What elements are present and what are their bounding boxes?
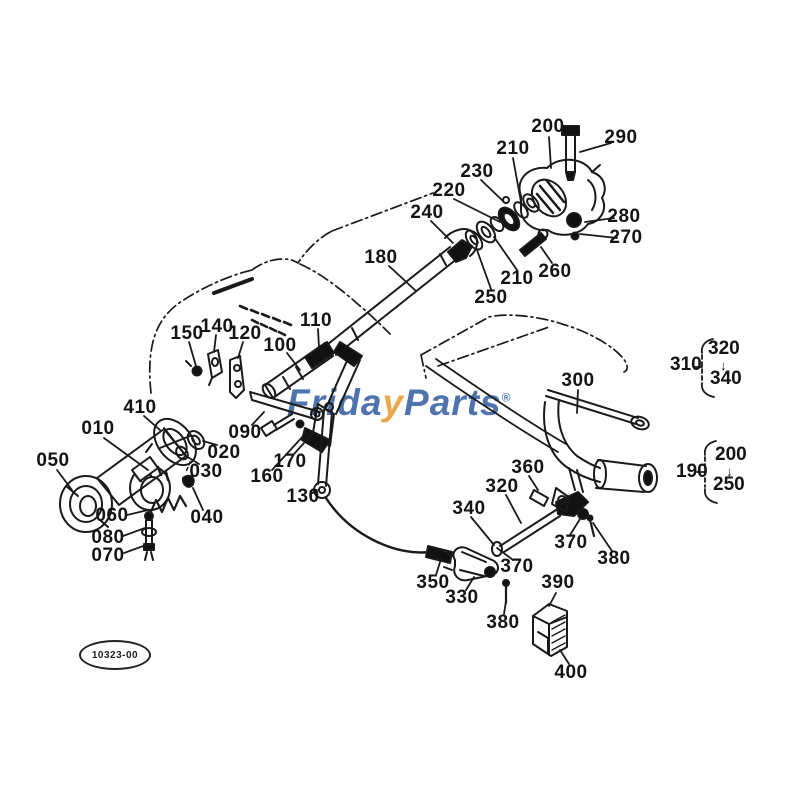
steering-gearbox: [543, 389, 658, 513]
part-callout-200: 200: [531, 116, 565, 137]
part-callout-350: 350: [416, 572, 450, 593]
range-arrow-icon: ↓: [720, 358, 727, 373]
part-callout-370: 370: [554, 532, 588, 553]
part-callout-140: 140: [200, 316, 234, 337]
support-lever-assembly: [249, 341, 363, 499]
part-callout-380: 380: [486, 612, 520, 633]
part-callout-330: 330: [445, 587, 479, 608]
part-callout-210: 210: [496, 138, 530, 159]
fender-edge-lines: [425, 358, 567, 453]
part-callout-160: 160: [250, 466, 284, 487]
part-callout-370: 370: [500, 556, 534, 577]
column-small-parts: [141, 430, 206, 561]
registered-mark-icon: ®: [501, 390, 512, 405]
part-callout-150: 150: [170, 323, 204, 344]
part-callout-260: 260: [538, 261, 572, 282]
steering-column-housing: [59, 417, 197, 533]
part-callout-290: 290: [604, 127, 638, 148]
group-190-to: 250: [713, 474, 745, 495]
mount-bracket: [532, 603, 568, 657]
hood-lettering-marks: [238, 304, 293, 337]
hood-hatch-marks: [212, 277, 254, 295]
part-callout-400: 400: [554, 662, 588, 683]
group-label-310: 310: [670, 354, 702, 375]
group-310-from: 320: [708, 338, 740, 359]
group-190-from: 200: [715, 444, 747, 465]
part-callout-270: 270: [609, 227, 643, 248]
part-callout-180: 180: [364, 247, 398, 268]
shaft-bearing-stack: [464, 193, 540, 251]
coupler-fasteners: [519, 125, 582, 257]
range-arrow-icon: ↓: [726, 464, 733, 479]
part-callout-070: 070: [91, 545, 125, 566]
part-callout-410: 410: [123, 397, 157, 418]
part-callout-050: 050: [36, 450, 70, 471]
part-callout-390: 390: [541, 572, 575, 593]
watermark-text-2: y: [382, 382, 405, 423]
figure-code-text: 10323-00: [91, 649, 139, 661]
steering-coupler: [518, 158, 606, 236]
part-callout-250: 250: [474, 287, 508, 308]
part-callout-170: 170: [273, 451, 307, 472]
part-callout-110: 110: [299, 310, 333, 331]
clamp-brackets: [185, 349, 245, 399]
part-callout-130: 130: [286, 486, 320, 507]
drag-link: [324, 496, 453, 564]
part-callout-120: 120: [228, 323, 262, 344]
part-callout-300: 300: [561, 370, 595, 391]
watermark-text-3: Parts: [404, 382, 502, 423]
part-callout-020: 020: [207, 442, 241, 463]
part-callout-380: 380: [597, 548, 631, 569]
figure-code-stamp: 10323-00: [79, 640, 151, 670]
part-callout-100: 100: [263, 335, 297, 356]
group-label-190: 190: [676, 461, 708, 482]
part-callout-360: 360: [511, 457, 545, 478]
part-callout-240: 240: [410, 202, 444, 223]
part-callout-320: 320: [485, 476, 519, 497]
part-callout-230: 230: [460, 161, 494, 182]
part-callout-040: 040: [190, 507, 224, 528]
part-callout-090: 090: [228, 422, 262, 443]
part-callout-060: 060: [95, 505, 129, 526]
part-callout-340: 340: [452, 498, 486, 519]
group-310-to: 340: [710, 368, 742, 389]
part-callout-080: 080: [91, 527, 125, 548]
group-brackets: [693, 338, 718, 504]
part-callout-030: 030: [189, 461, 223, 482]
leader-lines: [56, 136, 618, 665]
part-callout-280: 280: [607, 206, 641, 227]
part-callout-220: 220: [432, 180, 466, 201]
part-callout-210: 210: [500, 268, 534, 289]
phantom-body-outlines: [148, 192, 628, 394]
part-callout-010: 010: [81, 418, 115, 439]
